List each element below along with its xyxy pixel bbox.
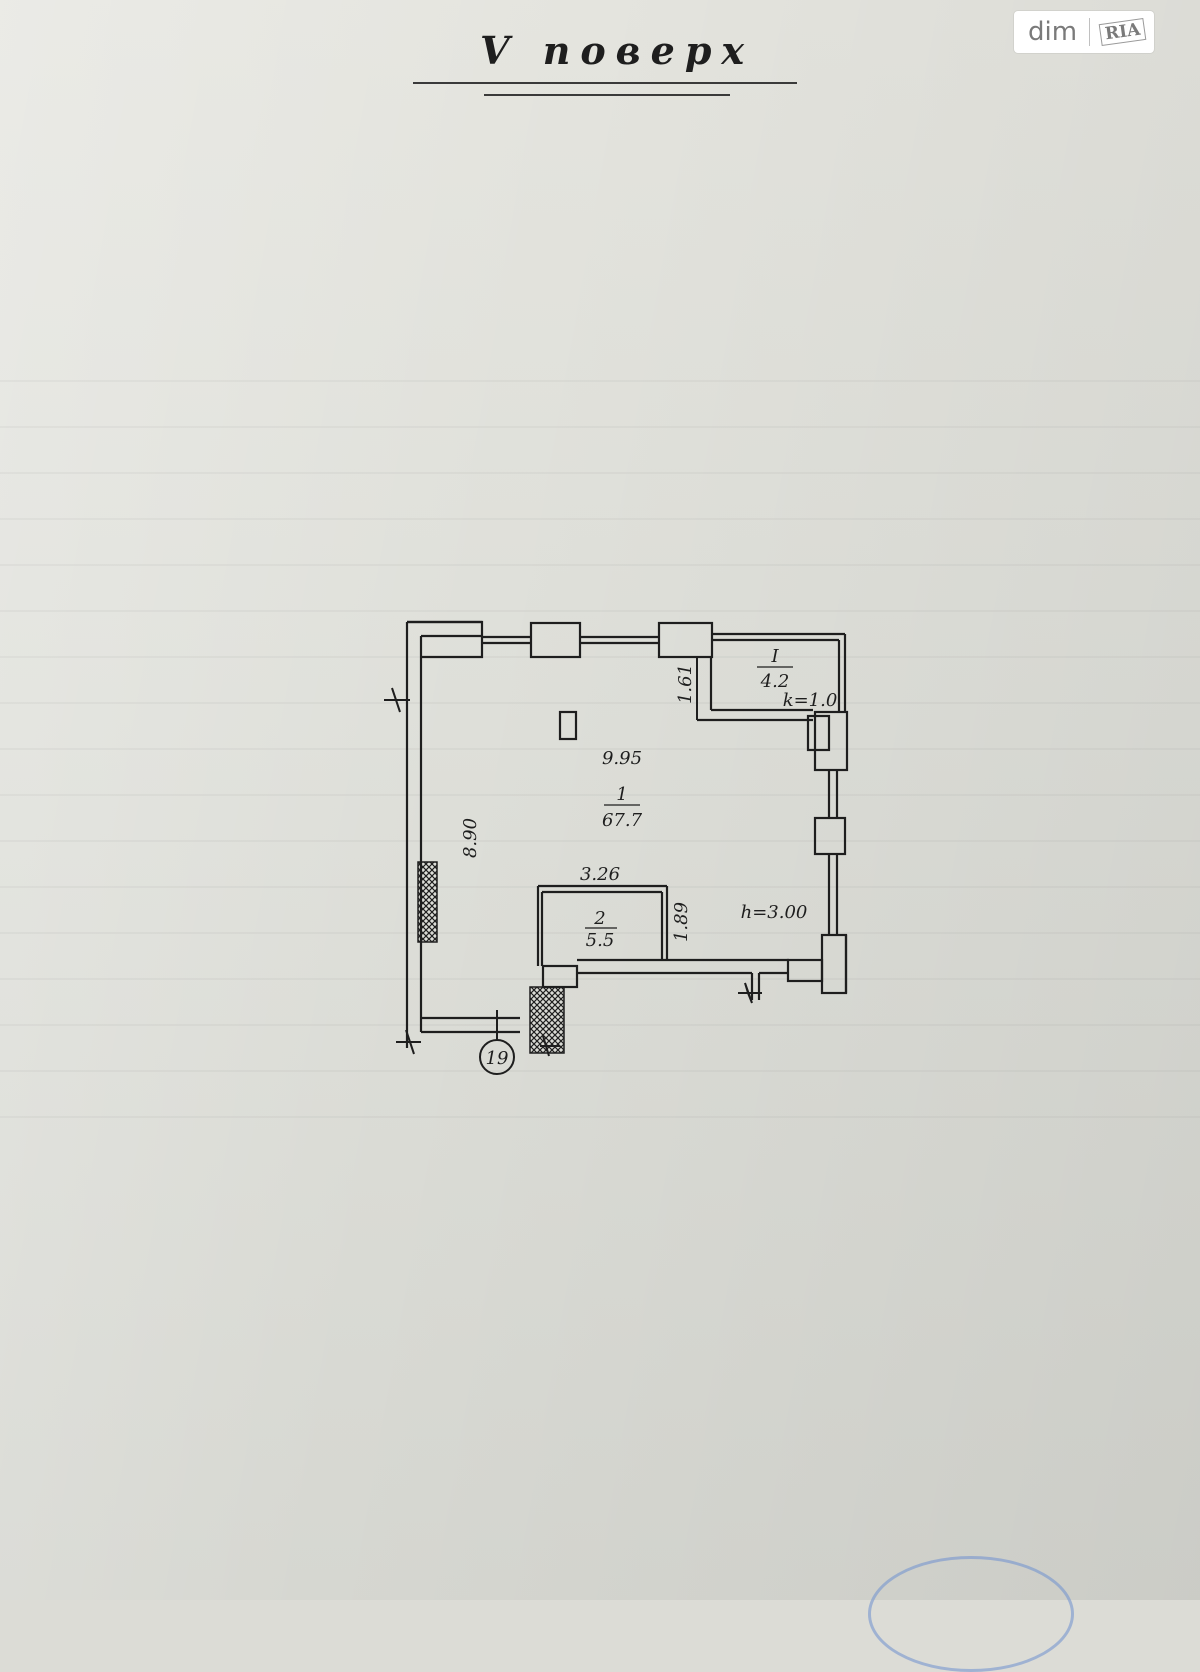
title-underline-short — [484, 94, 730, 96]
small-depth-dimension: 1.89 — [671, 902, 692, 942]
hatched-shaft — [529, 986, 565, 1054]
small-room-number: 2 — [593, 908, 605, 929]
title-underline-long — [413, 82, 797, 84]
main-length-dimension: 8.90 — [460, 818, 481, 858]
break-marks — [384, 687, 762, 1057]
balcony-number: I — [770, 646, 779, 667]
watermark-brand: dim — [1028, 17, 1078, 47]
official-stamp-partial — [868, 1556, 1074, 1672]
windows-columns — [407, 620, 849, 995]
main-width-dimension: 9.95 — [602, 748, 642, 769]
column-stub — [558, 710, 578, 741]
small-width-dimension: 3.26 — [580, 864, 620, 885]
corner-pier — [407, 620, 484, 659]
watermark-separator — [1089, 18, 1091, 46]
window-pier-6 — [786, 958, 824, 983]
axis-marker-circle — [479, 1039, 515, 1075]
main-room-number: 1 — [616, 784, 627, 805]
window-pier-3b — [806, 714, 831, 752]
balcony-coefficient: k=1.0 — [783, 690, 838, 711]
window-pier-2 — [657, 621, 714, 659]
main-room-area: 67.7 — [602, 810, 643, 831]
dimria-watermark-logo: dim RIA — [1014, 11, 1154, 53]
balcony-area: 4.2 — [760, 671, 790, 692]
ceiling-height: h=3.00 — [741, 902, 808, 923]
window-pier-1 — [529, 621, 582, 659]
window-pier-4 — [813, 816, 847, 856]
window-pier-5 — [820, 933, 848, 995]
window-pier-3 — [813, 710, 849, 772]
ghost-text-bleed — [0, 380, 1200, 1160]
floor-plan: 19 9.95 1 67.7 8.90 3.26 2 5.5 1.89 I 4.… — [384, 620, 849, 1075]
small-room-area: 5.5 — [586, 930, 615, 951]
floor-title: V поверх — [480, 28, 755, 73]
hatched-wall-segment — [417, 861, 438, 943]
window-pier-7 — [541, 964, 579, 989]
axis-marker-label: 19 — [486, 1048, 509, 1069]
walls — [405, 620, 848, 1048]
balcony-depth-dimension: 1.61 — [675, 664, 696, 704]
paper-background — [0, 0, 1200, 1600]
